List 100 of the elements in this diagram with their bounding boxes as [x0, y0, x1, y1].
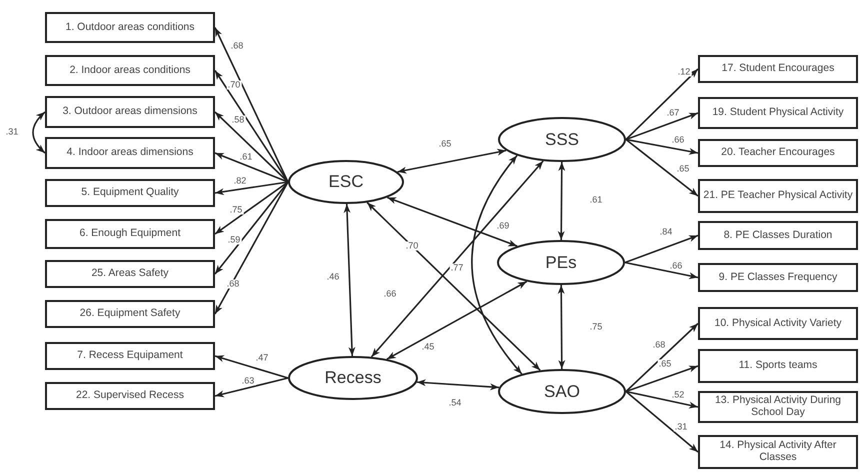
indicator-box — [698, 139, 858, 167]
edge-label: .67 — [666, 108, 680, 118]
indicator-box — [698, 435, 858, 469]
indicator-box — [698, 349, 858, 383]
indicator-label: 25. Areas Safety — [91, 268, 169, 280]
edge-label: .58 — [230, 116, 246, 124]
indicator-label: 3. Outdoor areas dimensions — [62, 106, 198, 118]
loading-arrow — [214, 182, 289, 314]
correlation-arrow — [386, 280, 528, 360]
indicator-box — [45, 342, 215, 370]
edge-label: .45 — [420, 342, 436, 352]
correlation-arrow — [558, 162, 566, 240]
edge-label: .68 — [226, 280, 240, 288]
indicator-box — [45, 219, 215, 249]
indicator-label: 1. Outdoor areas conditions — [66, 22, 194, 34]
correlation-arrow — [32, 111, 46, 154]
edge-label: .31 — [4, 128, 20, 136]
indicator-label: 7. Recess Equipament — [77, 350, 183, 362]
indicator-box — [698, 307, 858, 340]
indicator-box — [698, 55, 858, 83]
latent-label: SSS — [544, 130, 580, 150]
indicator-box — [698, 391, 858, 423]
indicator-box — [45, 55, 215, 86]
indicator-label: 9. PE Classes Frequency — [718, 272, 838, 284]
edge-label: .65 — [676, 164, 690, 174]
latent-label: SAO — [544, 382, 580, 402]
loading-arrow — [214, 181, 288, 235]
correlation-arrow — [370, 160, 544, 358]
loading-arrow — [625, 390, 699, 453]
indicator-label: 4. Indoor areas dimensions — [66, 147, 194, 159]
correlation-arrow — [366, 202, 541, 371]
loading-arrow — [214, 152, 288, 183]
indicator-box — [698, 221, 858, 250]
loading-arrow — [214, 181, 288, 196]
correlation-arrow — [387, 196, 518, 247]
indicator-box — [698, 179, 858, 213]
loading-arrow — [626, 112, 698, 140]
indicator-box — [698, 263, 858, 292]
edge-label: .82 — [232, 176, 248, 186]
indicator-label: 6. Enough Equipment — [80, 228, 180, 240]
indicator-box — [45, 12, 215, 43]
indicator-box — [45, 96, 215, 128]
indicator-box — [45, 179, 215, 207]
loading-arrow — [214, 70, 289, 182]
correlation-arrow — [471, 155, 522, 374]
edge-label: .65 — [438, 140, 452, 148]
edge-label: .54 — [448, 398, 462, 408]
indicator-label: 5. Equipment Quality — [81, 187, 179, 199]
edge-label: .77 — [450, 264, 464, 272]
edge-label: .68 — [230, 42, 244, 50]
indicator-box — [45, 260, 215, 288]
indicator-label: 22. Supervised Recess — [76, 390, 184, 402]
latent-variable-ellipse — [498, 117, 626, 162]
correlation-arrow — [397, 148, 506, 174]
loading-arrow — [626, 390, 698, 409]
edge-label: .63 — [240, 376, 256, 386]
edge-label: .70 — [226, 80, 242, 90]
edge-label: .47 — [254, 354, 270, 362]
loading-arrow — [624, 234, 698, 264]
edge-label: .75 — [228, 206, 244, 214]
indicator-label: 8. PE Classes Duration — [724, 230, 832, 242]
loading-arrow — [625, 322, 699, 392]
edge-label: .12 — [676, 68, 692, 76]
indicator-label: 13. Physical Activity During School Day — [714, 395, 842, 419]
loading-arrow — [214, 27, 289, 182]
edge-label: .75 — [588, 322, 604, 332]
indicator-label: 20. Teacher Encourages — [721, 147, 835, 159]
loading-arrow — [625, 68, 699, 140]
edge-label: .61 — [588, 196, 604, 204]
edge-label: .66 — [668, 262, 684, 270]
loading-arrow — [214, 355, 288, 379]
latent-variable-ellipse — [497, 240, 625, 285]
loading-arrow — [626, 365, 698, 392]
edge-label: .46 — [326, 272, 340, 282]
indicator-label: 19. Student Physical Activity — [712, 107, 844, 119]
loading-arrow — [624, 262, 698, 280]
latent-label: Recess — [324, 368, 382, 388]
loading-arrow — [214, 182, 289, 274]
latent-variable-ellipse — [288, 160, 404, 204]
loading-arrow — [214, 377, 288, 398]
correlation-arrow — [416, 379, 500, 390]
latent-label: PEs — [545, 252, 577, 272]
edge-label: .59 — [226, 236, 242, 244]
edge-label: .65 — [658, 360, 672, 368]
edge-label: .61 — [238, 152, 254, 162]
indicator-label: 11. Sports teams — [738, 360, 818, 372]
indicator-box — [45, 300, 215, 328]
edge-label: .68 — [652, 340, 666, 350]
edge-label: .66 — [382, 290, 398, 298]
indicator-box — [45, 137, 215, 169]
loading-arrow — [214, 111, 289, 183]
edge-label: .52 — [670, 390, 686, 400]
edge-label: .69 — [496, 222, 510, 230]
loading-arrow — [626, 138, 698, 155]
edge-label: .66 — [670, 136, 686, 144]
edge-label: .31 — [674, 422, 688, 432]
indicator-label: 21. PE Teacher Physical Activity — [703, 190, 853, 202]
correlation-arrow — [558, 285, 566, 369]
edge-label: .70 — [404, 242, 420, 250]
edge-label: .84 — [658, 228, 674, 236]
